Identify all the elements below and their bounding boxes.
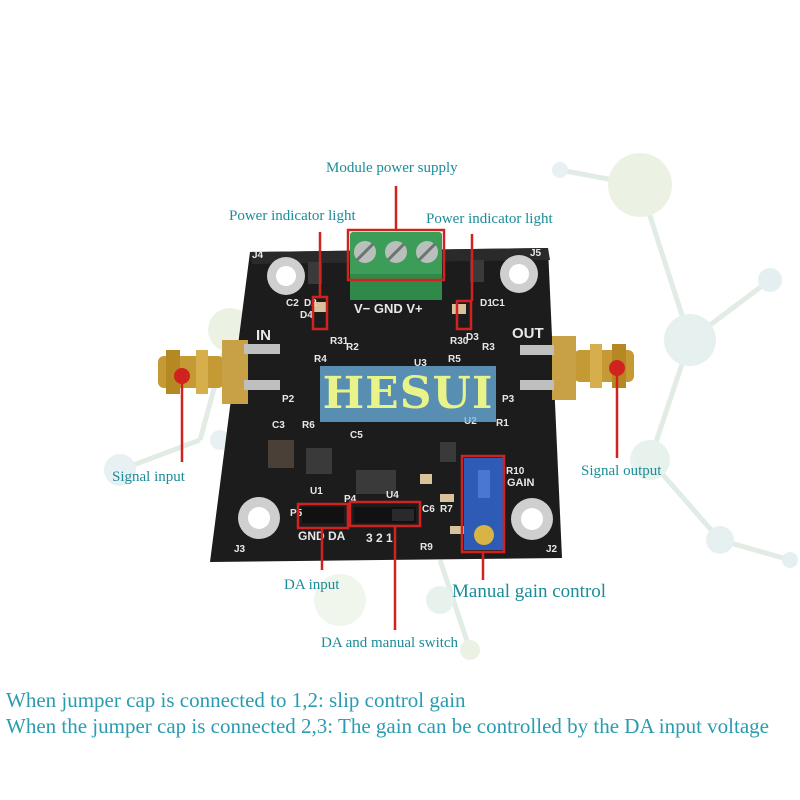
silk-ref: D1 [480,298,493,309]
silk-ref: R30 [450,336,469,347]
signal-input-label: Signal input [112,469,185,485]
smd-components [268,260,484,534]
silk-gain: GAIN [507,477,535,489]
signal-output-label: Signal output [581,463,662,479]
silk-ref: J2 [546,544,558,555]
silk-ref: J4 [252,250,264,261]
silk-ref: D2 [304,298,317,309]
silk-ref: C3 [272,420,285,431]
silk-power-pins: V− GND V+ [354,301,423,316]
silk-ref: U4 [386,490,399,501]
silk-ref: P5 [290,508,303,519]
silk-ref: C5 [350,430,363,441]
silk-ref: U3 [414,358,427,369]
silk-ref: C2 [286,298,299,309]
sma-output-connector [552,336,634,400]
silk-ref: R2 [346,342,359,353]
manual-gain-label: Manual gain control [452,581,607,602]
da-input-label: DA input [284,577,340,593]
silk-ref: D3 [466,332,479,343]
silk-in: IN [256,327,271,344]
note-line-2: When the jumper cap is connected 2,3: Th… [6,714,769,738]
silk-out: OUT [512,325,544,342]
jumper-headers [302,507,416,523]
silk-ref: R6 [302,420,315,431]
silk-ref: P4 [344,494,357,505]
sma-input-connector [158,340,248,404]
power-led-right-label: Power indicator light [426,211,553,227]
callout-dots [174,360,625,384]
gain-potentiometer [464,458,504,550]
power-terminal-block [350,232,442,300]
silk-ref: R4 [314,354,327,365]
silk-jumper-pins: 3 2 1 [366,531,393,545]
pcb-board: IN OUT V− GND V+ GND DA 3 2 1 GAIN J4 J5… [158,232,634,562]
silk-ref: J3 [234,544,246,555]
mounting-holes [238,255,553,540]
silk-ref: R5 [448,354,461,365]
silk-ref: R1 [496,418,509,429]
silk-ref: U1 [310,486,323,497]
silk-ref: R3 [482,342,495,353]
silk-ref: J5 [530,248,542,259]
silk-ref: C1 [492,298,505,309]
silkscreen: IN OUT V− GND V+ GND DA 3 2 1 GAIN J4 J5… [234,248,558,555]
silk-ref: R10 [506,466,525,477]
silk-ref: D4 [300,310,313,321]
module-power-label: Module power supply [326,160,458,176]
callouts [180,186,619,630]
silk-ref: R7 [440,504,453,515]
silk-ref: R31 [330,336,349,347]
power-led-left-label: Power indicator light [229,208,356,224]
hesui-watermark: HESUI [320,366,496,422]
silk-ref: P3 [502,394,515,405]
silk-ref: C6 [422,504,435,515]
silk-ref: R9 [420,542,433,553]
da-switch-label: DA and manual switch [321,635,459,651]
silk-ref: P2 [282,394,295,405]
note-line-1: When jumper cap is connected to 1,2: sli… [6,688,466,712]
